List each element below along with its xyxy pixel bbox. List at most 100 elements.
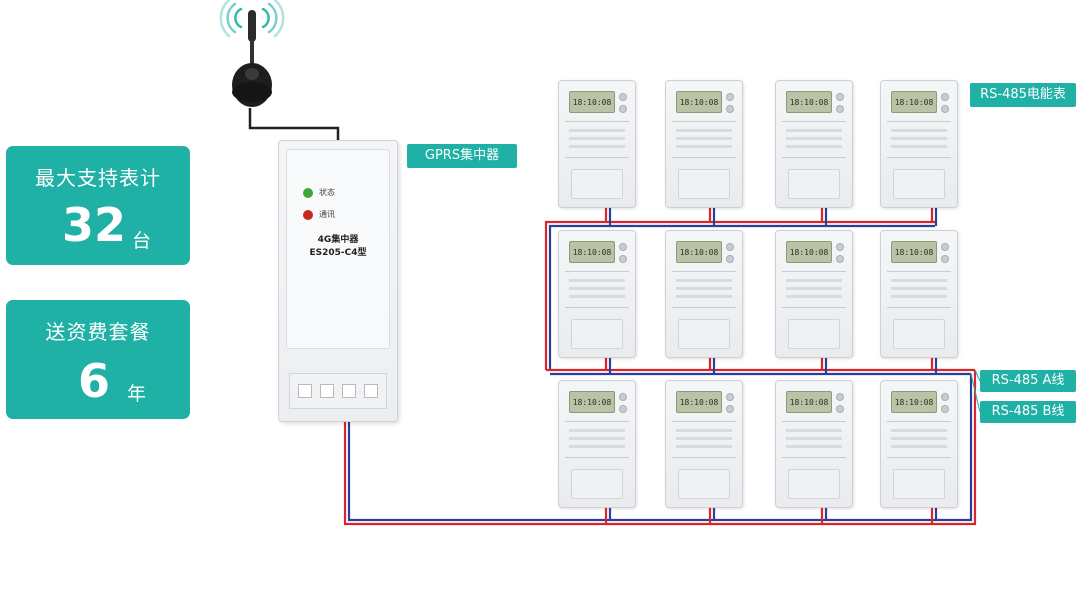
meter-nameplate — [786, 445, 842, 448]
meter-label: RS-485电能表 — [970, 83, 1076, 107]
max-meters-value: 32 — [62, 198, 127, 252]
comm-led-icon — [303, 210, 313, 220]
meter-button-icon — [619, 105, 627, 113]
status-led-label: 状态 — [319, 188, 335, 197]
concentrator-model-line2: ES205-C4型 — [309, 248, 367, 258]
meter-divider — [565, 121, 629, 122]
meter-nameplate — [676, 279, 732, 282]
package-unit: 年 — [127, 383, 147, 405]
meter-nameplate — [786, 145, 842, 148]
meter-nameplate — [891, 445, 947, 448]
max-meters-unit: 台 — [132, 230, 152, 252]
meter-nameplate — [891, 437, 947, 440]
meter-divider — [672, 271, 736, 272]
meter-lcd: 18:10:08 — [676, 91, 722, 113]
meter-lcd: 18:10:08 — [569, 391, 615, 413]
meter-divider — [672, 421, 736, 422]
meter-divider — [672, 307, 736, 308]
meter-button-icon — [836, 105, 844, 113]
meter-divider — [887, 421, 951, 422]
meter-button-icon — [726, 243, 734, 251]
meter-divider — [782, 121, 846, 122]
energy-meter: 18:10:08 — [880, 80, 958, 208]
meter-nameplate — [569, 137, 625, 140]
meter-nameplate — [569, 287, 625, 290]
meter-button-icon — [836, 405, 844, 413]
meter-button-icon — [619, 93, 627, 101]
meter-nameplate — [891, 145, 947, 148]
terminal — [320, 384, 334, 398]
line-b-label: RS-485 B线 — [980, 401, 1076, 423]
meter-nameplate — [786, 137, 842, 140]
line-a-label: RS-485 A线 — [980, 370, 1076, 392]
meter-nameplate — [786, 437, 842, 440]
meter-lcd: 18:10:08 — [786, 241, 832, 263]
energy-meter: 18:10:08 — [665, 230, 743, 358]
energy-meter: 18:10:08 — [880, 230, 958, 358]
meter-button-icon — [726, 105, 734, 113]
meter-nameplate — [786, 287, 842, 290]
meter-nameplate — [569, 129, 625, 132]
meter-button-icon — [619, 243, 627, 251]
meter-button-icon — [941, 255, 949, 263]
meter-divider — [887, 271, 951, 272]
status-led-icon — [303, 188, 313, 198]
energy-meter: 18:10:08 — [880, 380, 958, 508]
meter-divider — [565, 421, 629, 422]
concentrator-faceplate: 状态 通讯 4G集中器 ES205-C4型 — [286, 149, 390, 349]
meter-terminal-cover — [571, 169, 623, 199]
meter-lcd: 18:10:08 — [891, 391, 937, 413]
meter-nameplate — [676, 129, 732, 132]
meter-button-icon — [941, 405, 949, 413]
terminal-block — [289, 373, 387, 409]
meter-divider — [672, 121, 736, 122]
meter-terminal-cover — [788, 169, 840, 199]
package-value: 6 — [78, 354, 111, 408]
meter-nameplate — [891, 129, 947, 132]
energy-meter: 18:10:08 — [558, 230, 636, 358]
package-title: 送资费套餐 — [45, 320, 151, 344]
meter-button-icon — [941, 243, 949, 251]
energy-meter: 18:10:08 — [665, 80, 743, 208]
meter-nameplate — [569, 445, 625, 448]
meter-button-icon — [619, 405, 627, 413]
meter-divider — [782, 421, 846, 422]
concentrator-model: 4G集中器 ES205-C4型 — [287, 234, 389, 260]
meter-nameplate — [676, 445, 732, 448]
meter-divider — [782, 307, 846, 308]
meter-nameplate — [786, 429, 842, 432]
meter-terminal-cover — [678, 319, 730, 349]
meter-divider — [565, 271, 629, 272]
meter-terminal-cover — [788, 319, 840, 349]
meter-nameplate — [891, 287, 947, 290]
meter-lcd: 18:10:08 — [569, 241, 615, 263]
meter-nameplate — [569, 295, 625, 298]
meter-button-icon — [941, 393, 949, 401]
meter-nameplate — [569, 429, 625, 432]
meter-nameplate — [569, 437, 625, 440]
meter-lcd: 18:10:08 — [891, 241, 937, 263]
meter-divider — [782, 157, 846, 158]
meter-nameplate — [676, 137, 732, 140]
energy-meter: 18:10:08 — [775, 380, 853, 508]
meter-terminal-cover — [893, 169, 945, 199]
meter-lcd: 18:10:08 — [786, 391, 832, 413]
meter-nameplate — [891, 295, 947, 298]
meter-terminal-cover — [678, 169, 730, 199]
terminal — [364, 384, 378, 398]
concentrator-model-line1: 4G集中器 — [317, 235, 359, 245]
meter-button-icon — [941, 105, 949, 113]
meter-divider — [887, 121, 951, 122]
meter-nameplate — [569, 145, 625, 148]
comm-led-label: 通讯 — [319, 210, 335, 219]
meter-lcd: 18:10:08 — [676, 391, 722, 413]
meter-button-icon — [619, 255, 627, 263]
meter-nameplate — [676, 287, 732, 290]
meter-terminal-cover — [893, 319, 945, 349]
meter-button-icon — [836, 255, 844, 263]
meter-terminal-cover — [678, 469, 730, 499]
energy-meter: 18:10:08 — [665, 380, 743, 508]
meter-nameplate — [891, 279, 947, 282]
meter-terminal-cover — [571, 469, 623, 499]
